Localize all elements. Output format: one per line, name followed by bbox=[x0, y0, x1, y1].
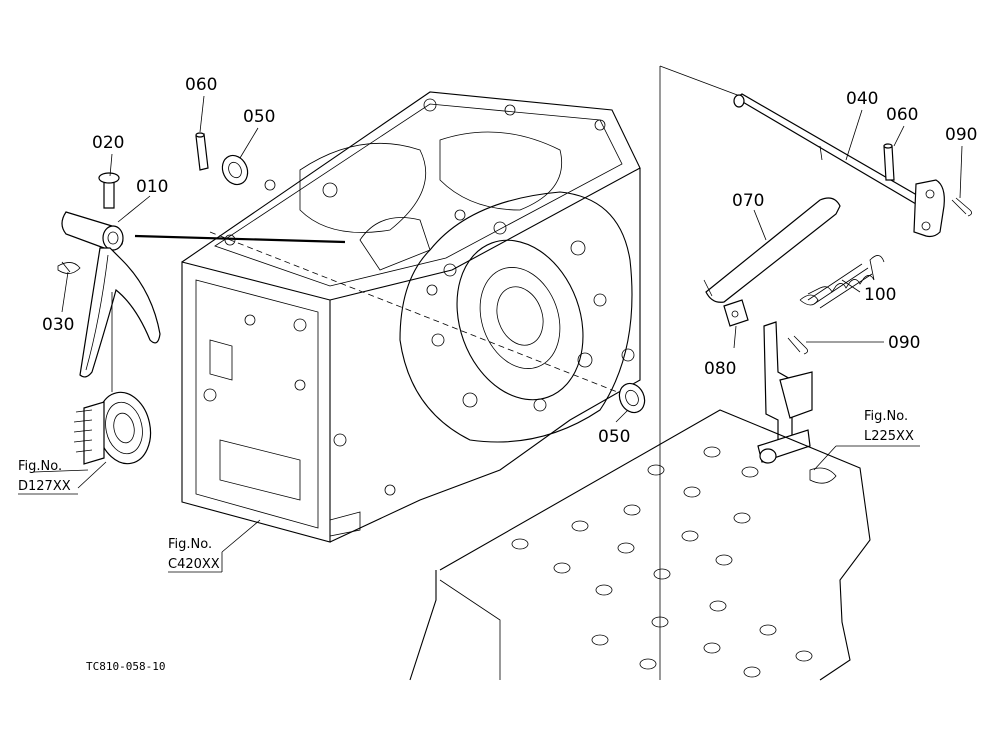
shaft-arm bbox=[913, 179, 945, 238]
step-panel bbox=[409, 409, 871, 681]
callout-020: 020 bbox=[92, 133, 124, 153]
retaining-clip bbox=[57, 261, 81, 274]
callout-labels: 060 050 020 010 030 050 040 060 090 070 … bbox=[42, 75, 977, 447]
callout-030: 030 bbox=[42, 315, 74, 335]
oil-seal-top bbox=[221, 154, 249, 186]
callout-040: 040 bbox=[846, 89, 878, 109]
figref-l225: Fig.No. L225XX bbox=[836, 409, 920, 447]
cotter-pin-top bbox=[951, 197, 972, 217]
callout-060-right: 060 bbox=[886, 105, 918, 125]
callout-090-mid: 090 bbox=[888, 333, 920, 353]
callout-070: 070 bbox=[732, 191, 764, 211]
shift-coupler bbox=[73, 391, 152, 465]
figref-d127: Fig.No. D127XX bbox=[18, 459, 78, 495]
callout-050-top: 050 bbox=[243, 107, 275, 127]
spring-pin-right bbox=[883, 143, 895, 181]
cotter-pin-mid bbox=[787, 335, 808, 355]
transmission-case bbox=[181, 91, 641, 543]
figref-l225-title: Fig.No. bbox=[864, 409, 908, 424]
shaft-centerline bbox=[209, 231, 626, 396]
shift-rod bbox=[703, 197, 841, 303]
figref-c420-code: C420XX bbox=[168, 557, 220, 572]
shift-fork bbox=[61, 211, 161, 378]
spring-pin-left bbox=[195, 132, 209, 171]
figref-d127-code: D127XX bbox=[18, 479, 71, 494]
step-panel-holes bbox=[511, 446, 813, 678]
callout-060-left: 060 bbox=[185, 75, 217, 95]
figref-l225-code: L225XX bbox=[864, 429, 914, 444]
leader-lines bbox=[33, 95, 963, 553]
callout-050-bottom: 050 bbox=[598, 427, 630, 447]
lever-joint bbox=[723, 299, 749, 327]
figref-c420: Fig.No. C420XX bbox=[168, 537, 223, 573]
figref-d127-title: Fig.No. bbox=[18, 459, 62, 474]
callout-100: 100 bbox=[864, 285, 896, 305]
figref-c420-title: Fig.No. bbox=[168, 537, 212, 552]
fork-pin bbox=[98, 172, 120, 209]
drawing-code: TC810-058-10 bbox=[86, 660, 165, 673]
bracket-box bbox=[659, 65, 741, 680]
shift-fork-leader bbox=[134, 234, 346, 244]
oil-seal-bottom bbox=[618, 382, 646, 414]
callout-010: 010 bbox=[136, 177, 168, 197]
return-spring bbox=[799, 255, 885, 309]
callout-080: 080 bbox=[704, 359, 736, 379]
shift-lever bbox=[757, 321, 813, 464]
callout-090-top: 090 bbox=[945, 125, 977, 145]
